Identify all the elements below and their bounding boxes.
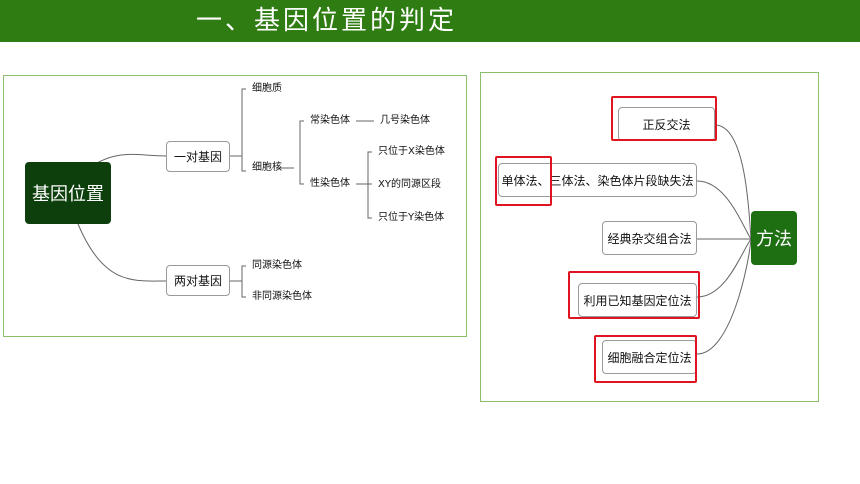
gene-position-map: 基因位置 一对基因 两对基因 细胞质 细胞核 常染色体 几号染色体 性染色体 只… bbox=[3, 75, 467, 337]
method-monosomy-trisomy-deletion: 单体法、三体法、染色体片段缺失法 bbox=[498, 163, 697, 197]
highlight-reciprocal-cross bbox=[611, 96, 717, 141]
method-cell-fusion: 细胞融合定位法 bbox=[602, 340, 697, 374]
node-one-pair-genes: 一对基因 bbox=[166, 141, 230, 172]
highlight-known-gene-location bbox=[568, 271, 700, 319]
method-classic-cross: 经典杂交组合法 bbox=[602, 221, 697, 255]
label-which-chromosome: 几号染色体 bbox=[380, 115, 430, 126]
root-node-gene-position: 基因位置 bbox=[25, 162, 111, 224]
label-non-homologous: 非同源染色体 bbox=[252, 291, 312, 302]
method-known-gene-location: 利用已知基因定位法 bbox=[578, 283, 697, 317]
title-bar: 一、基因位置的判定 bbox=[0, 0, 860, 42]
label-sex-chromosome: 性染色体 bbox=[310, 178, 350, 189]
label-xy-homologous: XY的同源区段 bbox=[378, 179, 441, 190]
label-y-only: 只位于Y染色体 bbox=[378, 212, 445, 223]
right-connectors bbox=[696, 124, 752, 355]
label-cytoplasm: 细胞质 bbox=[252, 83, 282, 94]
highlight-monosomy bbox=[495, 156, 552, 206]
highlight-cell-fusion bbox=[594, 335, 697, 383]
left-connectors bbox=[77, 88, 374, 298]
label-x-only: 只位于X染色体 bbox=[378, 146, 445, 157]
label-homologous: 同源染色体 bbox=[252, 260, 302, 271]
label-nucleus: 细胞核 bbox=[252, 162, 282, 173]
root-node-methods: 方法 bbox=[751, 211, 797, 265]
label-autosome: 常染色体 bbox=[310, 115, 350, 126]
node-two-pair-genes: 两对基因 bbox=[166, 265, 230, 296]
page-title: 一、基因位置的判定 bbox=[196, 6, 458, 36]
methods-map: 正反交法 单体法、三体法、染色体片段缺失法 经典杂交组合法 利用已知基因定位法 … bbox=[480, 72, 819, 402]
